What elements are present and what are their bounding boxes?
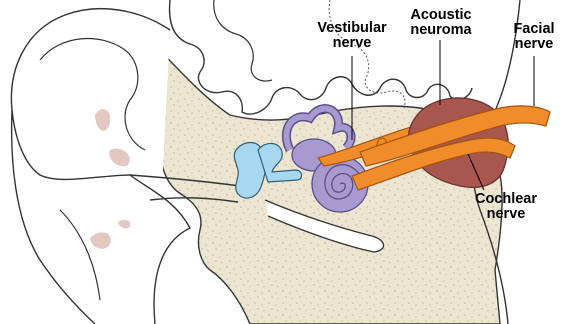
label-facial-line2: nerve — [506, 37, 562, 52]
brain-fold-inner — [214, 0, 272, 81]
label-acoustic-neuroma: Acoustic neuroma — [405, 8, 477, 38]
label-vestibular-nerve: Vestibular nerve — [312, 21, 392, 51]
label-facial-line1: Facial — [506, 22, 562, 37]
ear-highlight-4 — [118, 220, 130, 229]
label-acoustic-line1: Acoustic — [405, 8, 477, 23]
outer-ear-lower — [60, 210, 100, 300]
label-cochlear-line2: nerve — [470, 207, 542, 222]
ear-highlight-3 — [90, 232, 111, 248]
label-facial-nerve: Facial nerve — [506, 22, 562, 52]
label-vestibular-line1: Vestibular — [312, 21, 392, 36]
label-cochlear-line1: Cochlear — [470, 192, 542, 207]
label-acoustic-line2: neuroma — [405, 23, 477, 38]
label-cochlear-nerve: Cochlear nerve — [470, 192, 542, 222]
brain-fold-dotted — [329, 0, 405, 108]
label-vestibular-line2: nerve — [312, 36, 392, 51]
